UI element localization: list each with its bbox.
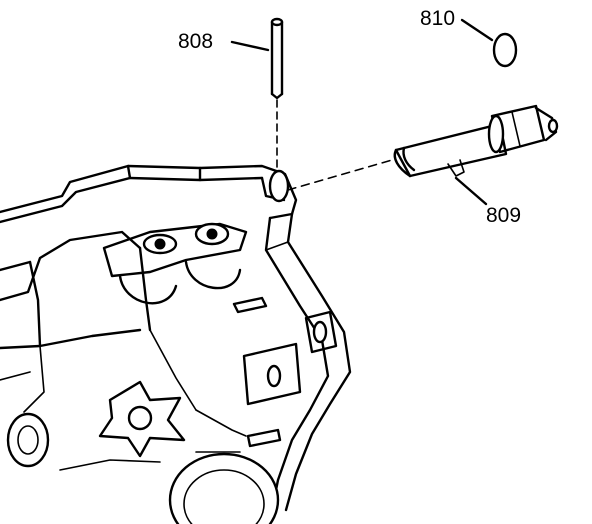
callout-810: 810 [420,7,494,42]
pin-808 [270,17,284,171]
sleeve-809 [287,104,559,191]
callout-808: 808 [178,30,270,53]
callout-809: 809 [454,176,521,227]
o-ring-810 [492,32,518,68]
callout-808-label: 808 [178,30,213,53]
callout-810-label: 810 [420,7,455,30]
callout-809-label: 809 [486,204,521,227]
housing [0,164,352,524]
